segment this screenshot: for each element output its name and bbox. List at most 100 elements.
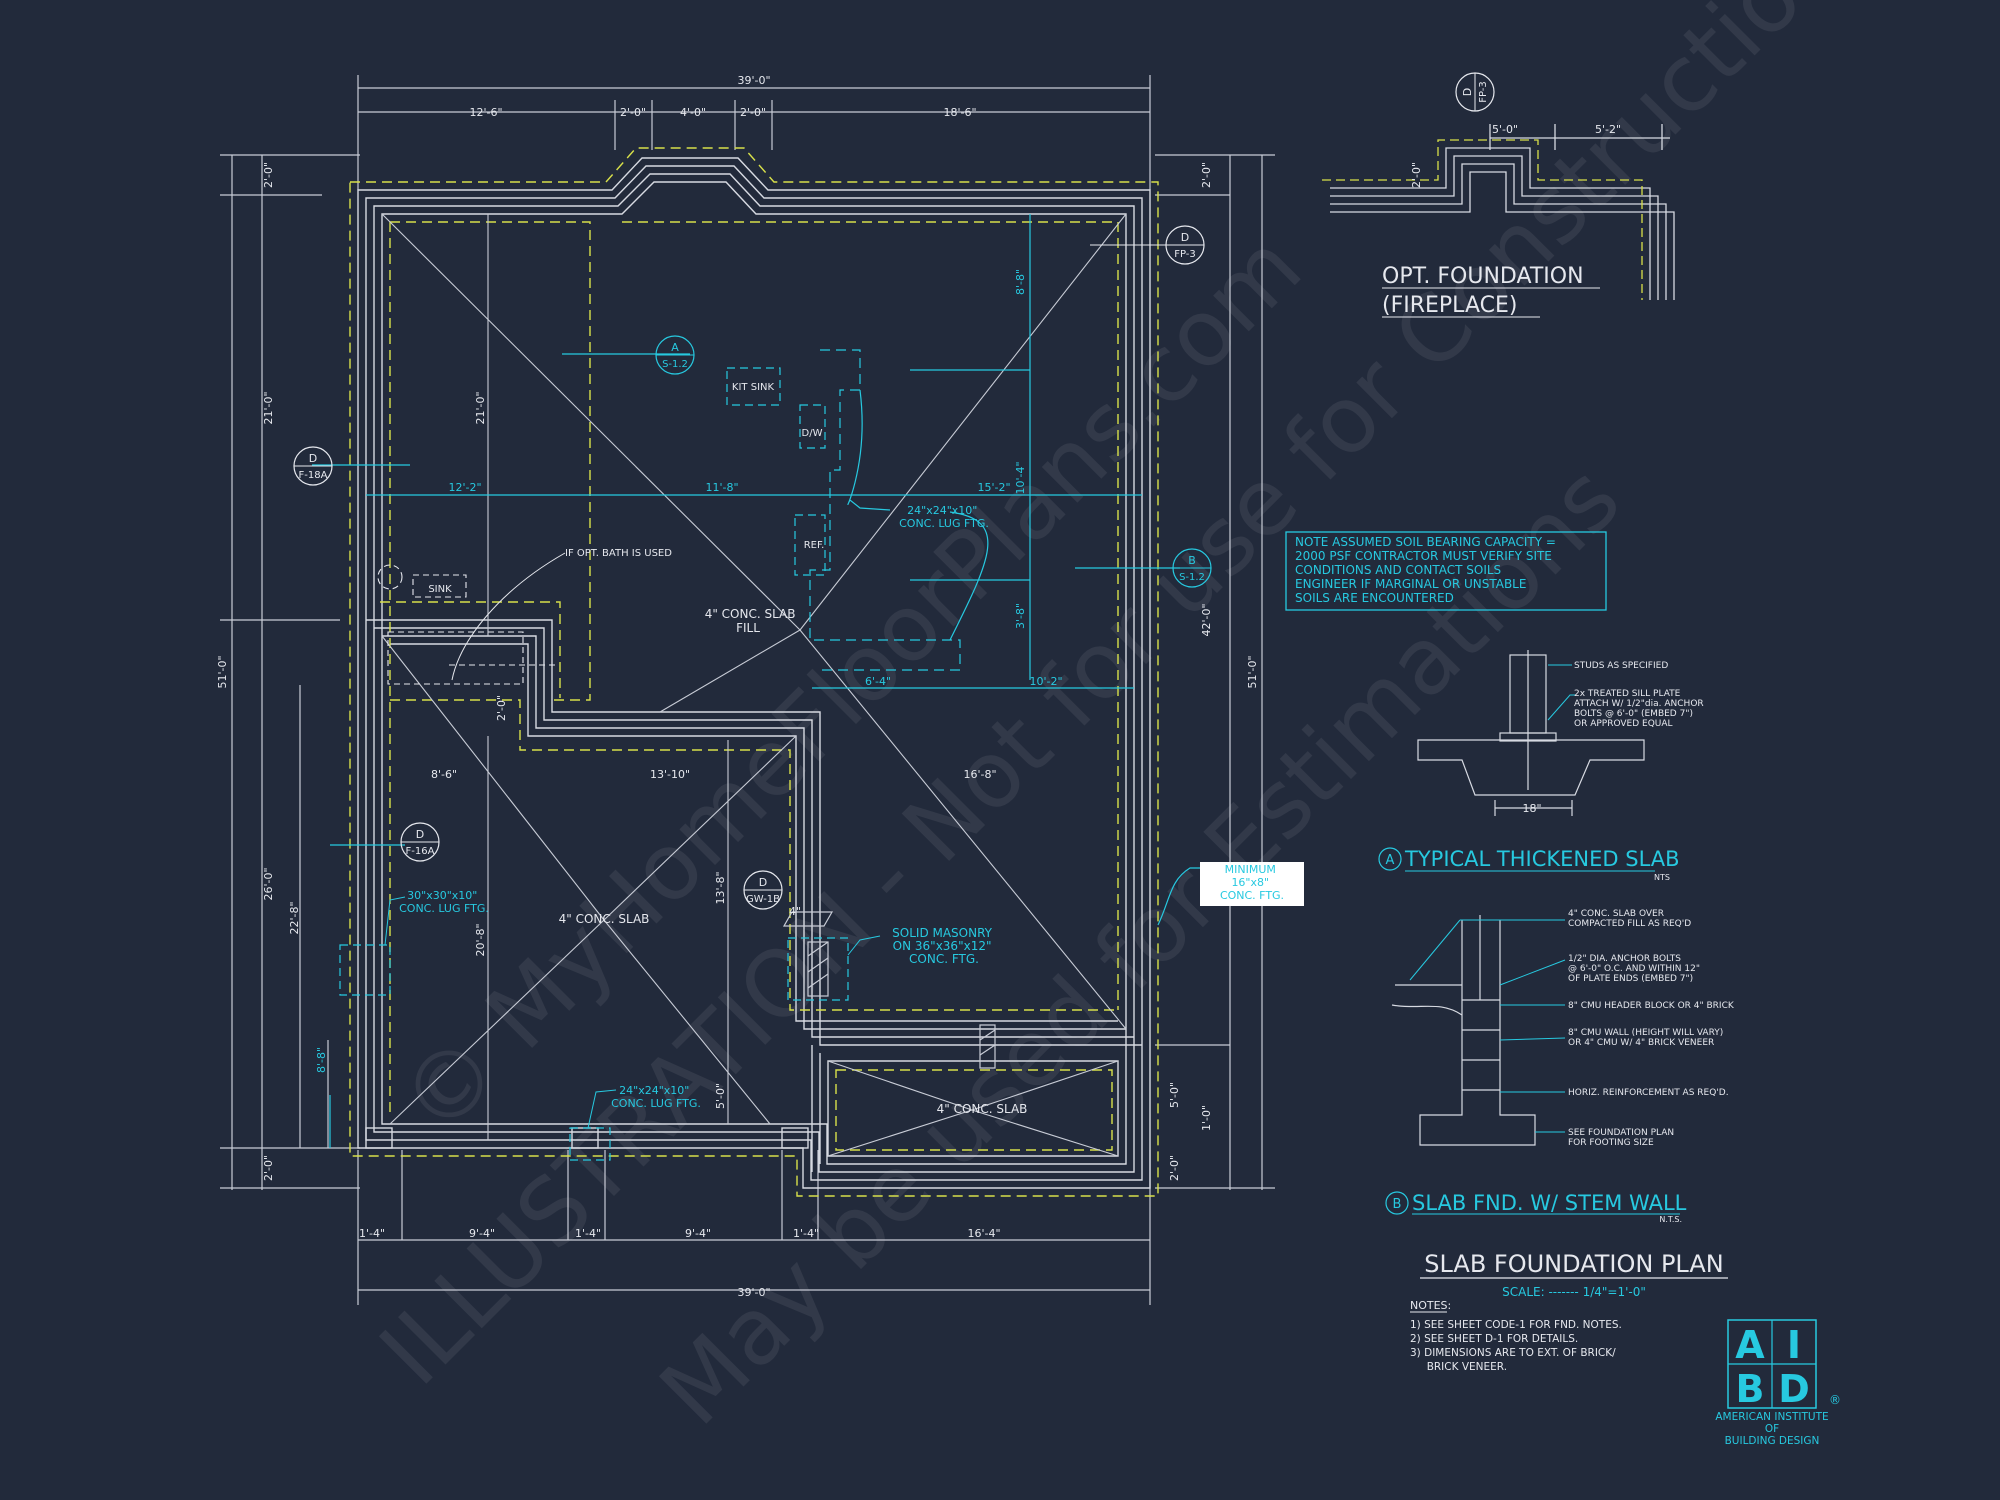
fireplace-detail: 5'-0" 5'-2" 2'-0" D FP-3 OPT. FOUNDATION…: [1322, 72, 1675, 318]
dim-int-7: 3'-8": [1014, 603, 1027, 629]
tag-fp3-letter: D: [1181, 231, 1189, 244]
logo-letter-a: A: [1735, 1323, 1765, 1367]
callout-leaders: [384, 896, 881, 1129]
soil-note-line-5: SOILS ARE ENCOUNTERED: [1295, 591, 1454, 605]
dim-bottom-1: 1'-4": [359, 1227, 385, 1240]
soil-note-line-4: ENGINEER IF MARGINAL OR UNSTABLE: [1295, 577, 1526, 591]
slab-fill-line-1: 4" CONC. SLAB: [705, 607, 796, 621]
tag-a-sheet: S-1.2: [662, 359, 688, 370]
dim-overall-top: 39'-0": [737, 74, 770, 87]
tag-f16a-letter: D: [416, 828, 424, 841]
detail-a-nts: NTS: [1654, 873, 1670, 882]
note-4: BRICK VENEER.: [1410, 1361, 1507, 1373]
dim-bottom-2: 9'-4": [469, 1227, 495, 1240]
dim-top-1: 12'-6": [469, 106, 502, 119]
min-footing-line-3: CONC. FTG.: [1220, 889, 1284, 902]
notes-header: NOTES:: [1410, 1299, 1451, 1312]
detail-b-label-6-l2: FOR FOOTING SIZE: [1568, 1138, 1654, 1148]
dim-int-8: 6'-4": [865, 675, 891, 688]
section-tag-d-f16a[interactable]: D F-16A: [400, 822, 440, 862]
min-footing-box: [1200, 862, 1304, 906]
plan-title: SLAB FOUNDATION PLAN: [1424, 1250, 1723, 1278]
detail-b-marker: B: [1393, 1197, 1402, 1212]
dim-top-3: 4'-0": [680, 106, 706, 119]
soil-note-line-1: NOTE ASSUMED SOIL BEARING CAPACITY =: [1295, 535, 1556, 549]
detail-a-label-sill: 2x TREATED SILL PLATE ATTACH W/ 1/2"dia.…: [1574, 689, 1707, 729]
detail-b-label-3: 8" CMU HEADER BLOCK OR 4" BRICK: [1568, 1001, 1735, 1011]
soil-note-box: NOTE ASSUMED SOIL BEARING CAPACITY = 200…: [1285, 531, 1607, 611]
dim-right-3: 51'-0": [1246, 655, 1259, 688]
detail-a-marker-circle: [1378, 847, 1402, 871]
slab-b-label: 4" CONC. SLAB: [937, 1102, 1028, 1116]
tag-gw1b-sheet: GW-1B: [746, 894, 780, 905]
dim-int-12: 13'-10": [650, 768, 690, 781]
callout-lug-2-line-1: 30"x30"x10": [407, 889, 477, 902]
fixture-outlines: [377, 564, 555, 685]
slab-fill-label: 4" CONC. SLAB FILL: [705, 607, 800, 635]
detail-b-label-4-l2: OR 4" CMU W/ 4" BRICK VENEER: [1568, 1038, 1714, 1048]
dim-bottom-3: 1'-4": [575, 1227, 601, 1240]
slab-diagonals: [381, 213, 1127, 1157]
interior-dimension-text: 12'-2" 11'-8" 15'-2" 21'-0" 8'-8" 10'-4"…: [431, 269, 1063, 1109]
detail-b-label-1-l2: COMPACTED FILL AS REQ'D: [1568, 919, 1691, 929]
interior-dims: [312, 214, 1200, 1161]
dim-bottom-4: 9'-4": [685, 1227, 711, 1240]
detail-a-sill-line-1: 2x TREATED SILL PLATE: [1574, 689, 1681, 699]
dim-left-7: 2'-0": [262, 1155, 275, 1181]
dim-int-6: 10'-4": [1014, 461, 1027, 494]
bottom-dimension-text: 1'-4" 9'-4" 1'-4" 9'-4" 1'-4" 16'-4" 39'…: [359, 1227, 1001, 1299]
dim-top-2: 2'-0": [620, 106, 646, 119]
dim-int-11: 8'-6": [431, 768, 457, 781]
section-tag-d-fp3[interactable]: D FP-3: [1165, 225, 1205, 265]
min-footing-line-1: MINIMUM: [1225, 863, 1276, 876]
foundation-plan: 39'-0" 12'-6" 2'-0" 4'-0" 2'-0" 18'-6" 1…: [216, 74, 1304, 1305]
tag-b-sheet: S-1.2: [1179, 572, 1205, 583]
tag-f16a-sheet: F-16A: [406, 846, 435, 857]
detail-b-label-4: 8" CMU WALL (HEIGHT WILL VARY) OR 4" CMU…: [1568, 1028, 1726, 1048]
title-block: SLAB FOUNDATION PLAN SCALE: ------- 1/4"…: [1410, 1250, 1728, 1373]
detail-b-stem-wall: 4" CONC. SLAB OVER COMPACTED FILL AS REQ…: [1385, 909, 1735, 1224]
detail-b-label-5: HORIZ. REINFORCEMENT AS REQ'D.: [1568, 1088, 1729, 1098]
watermark-line-1: © MyHomeFloorPlans.com: [380, 214, 1322, 1156]
dim-int-2: 11'-8": [705, 481, 738, 494]
detail-a-dim: 18": [1522, 802, 1541, 815]
dim-left-1: 2'-0": [262, 162, 275, 188]
fp-title-line-1: OPT. FOUNDATION: [1382, 264, 1584, 289]
callout-lug-3-line-2: CONC. LUG FTG.: [611, 1097, 701, 1110]
tag-a-letter: A: [671, 341, 679, 354]
label-ref: REF.: [804, 540, 825, 551]
left-dimension-text: 2'-0" 21'-0" 51'-0" 26'-0" 22'-8" 8'-8" …: [216, 162, 328, 1181]
callout-masonry-line-2: ON 36"x36"x12": [893, 939, 992, 953]
callout-lug-3: 24"x24"x10" CONC. LUG FTG.: [611, 1084, 701, 1110]
callout-lug-2: 30"x30"x10" CONC. LUG FTG.: [399, 889, 489, 915]
callout-lug-1-line-2: CONC. LUG FTG.: [899, 517, 989, 530]
section-tag-a-s12[interactable]: A S-1.2: [655, 335, 695, 375]
dim-int-10: 2'-0": [495, 695, 508, 721]
section-tag-b-s12[interactable]: B S-1.2: [1172, 548, 1212, 588]
callout-masonry: SOLID MASONRY ON 36"x36"x12" CONC. FTG.: [892, 926, 996, 966]
section-tag-d-gw1b[interactable]: D GW-1B: [743, 870, 783, 910]
dim-int-14: 13'-8": [714, 871, 727, 904]
detail-b-label-1: 4" CONC. SLAB OVER COMPACTED FILL AS REQ…: [1568, 909, 1691, 929]
dim-int-13: 16'-8": [963, 768, 996, 781]
label-dw: D/W: [802, 428, 823, 439]
logo-line-2: OF: [1765, 1423, 1779, 1435]
callout-lug-1: 24"x24"x10" CONC. LUG FTG.: [899, 504, 989, 530]
detail-b-marker-circle: [1385, 1191, 1409, 1215]
section-tag-d-f18a[interactable]: D F-18A: [293, 446, 333, 486]
label-sink: SINK: [428, 584, 452, 595]
fp-section-tag[interactable]: D FP-3: [1455, 72, 1495, 112]
logo-line-3: BUILDING DESIGN: [1725, 1435, 1820, 1447]
fp-title-line-2: (FIREPLACE): [1382, 293, 1517, 318]
callout-masonry-line-1: SOLID MASONRY: [892, 926, 993, 940]
dim-top-4: 2'-0": [740, 106, 766, 119]
tag-gw1b-letter: D: [759, 876, 767, 889]
detail-b-label-1-l1: 4" CONC. SLAB OVER: [1568, 909, 1664, 919]
tag-f18a-sheet: F-18A: [299, 470, 328, 481]
plan-scale: SCALE: ------- 1/4"=1'-0": [1502, 1285, 1646, 1299]
dim-left-5: 22'-8": [288, 901, 301, 934]
dim-right-1: 2'-0": [1200, 162, 1213, 188]
fp-tag-sheet: FP-3: [1478, 81, 1489, 103]
detail-b-nts: N.T.S.: [1659, 1215, 1682, 1224]
